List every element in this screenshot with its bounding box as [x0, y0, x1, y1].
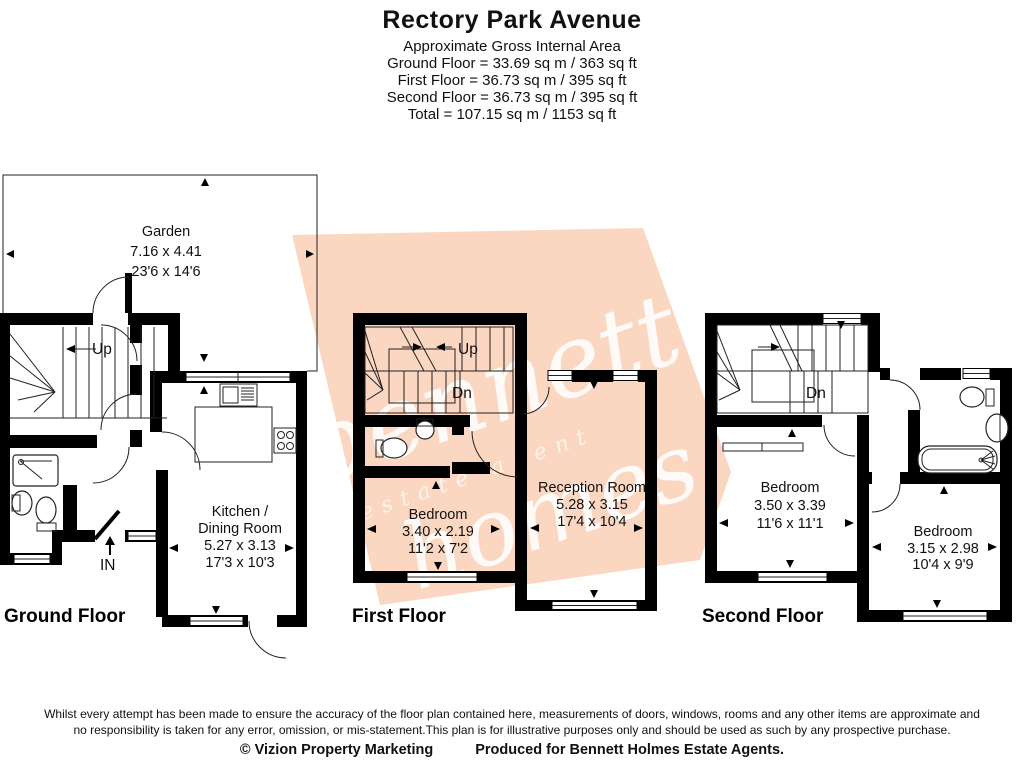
wardrobe	[722, 442, 804, 452]
sink-icon	[415, 418, 435, 440]
area-first: First Floor = 36.73 sq m / 395 sq ft	[397, 72, 627, 89]
bedroom1-dims-imperial: 11'6 x 11'1	[756, 516, 823, 532]
kitchen-dims-imperial: 17'3 x 10'3	[205, 555, 274, 571]
bedroom-dims-metric: 3.40 x 2.19	[402, 524, 474, 540]
bedroom-label: Bedroom	[409, 507, 468, 523]
up-arrow	[66, 345, 75, 353]
kitchen-label-1: Kitchen /	[212, 504, 269, 520]
bedroom1-dims-metric: 3.50 x 3.39	[754, 498, 826, 514]
second-floor-doors	[823, 379, 921, 513]
measure-tick	[6, 250, 14, 258]
reception-dims-imperial: 17'4 x 10'4	[557, 514, 626, 530]
first-floor-windows	[406, 370, 639, 610]
kitchen-counter	[194, 406, 273, 463]
bedroom2-dims-metric: 3.15 x 2.98	[907, 541, 979, 557]
subtitle: Approximate Gross Internal Area	[403, 38, 621, 55]
hob-icon	[273, 427, 297, 454]
first-floor-stairs	[364, 326, 514, 414]
kitchen-label-2: Dining Room	[198, 521, 282, 537]
stairs-arrow	[436, 343, 445, 351]
ground-floor-title: Ground Floor	[4, 606, 126, 627]
up-label: Up	[92, 341, 112, 358]
measure-tick	[306, 250, 314, 258]
reception-dims-metric: 5.28 x 3.15	[556, 497, 628, 513]
bedroom1-label: Bedroom	[761, 480, 820, 496]
ground-floor-doors	[92, 276, 287, 659]
sink-icon	[11, 490, 33, 516]
garden-dims-imperial: 23'6 x 14'6	[131, 264, 200, 280]
garden-dims-metric: 7.16 x 4.41	[130, 244, 202, 260]
page-title: Rectory Park Avenue	[382, 6, 642, 34]
ground-floor-stairs	[9, 327, 167, 419]
ground-floor-windows	[13, 372, 291, 626]
up-label: Up	[458, 341, 478, 358]
dn-label: Dn	[452, 385, 472, 402]
entrance-door	[93, 509, 121, 541]
shower-icon	[12, 454, 59, 487]
ground-floor-walls	[0, 273, 307, 627]
bedroom-dims-imperial: 11'2 x 7'2	[408, 541, 468, 557]
second-floor-ticks	[719, 321, 997, 608]
toilet-icon	[35, 496, 57, 532]
measure-tick	[201, 178, 209, 186]
first-floor-title: First Floor	[352, 606, 447, 627]
second-floor-title: Second Floor	[702, 606, 824, 627]
toilet-icon	[375, 437, 408, 459]
disclaimer-line-2: no responsibility is taken for any error…	[73, 722, 951, 737]
entrance-arrow	[105, 536, 115, 555]
first-floor-plan: Bedroom 3.40 x 2.19 11'2 x 7'2 Reception…	[352, 313, 657, 627]
second-floor-stairs	[716, 324, 869, 414]
sink-icon	[985, 413, 1009, 443]
disclaimer-line-1: Whilst every attempt has been made to en…	[44, 707, 980, 721]
credit-line: © Vizion Property Marketing Produced for …	[0, 742, 1024, 758]
second-floor-windows	[757, 313, 991, 621]
kitchen-sink-icon	[219, 383, 258, 407]
area-second: Second Floor = 36.73 sq m / 395 sq ft	[386, 89, 638, 106]
first-floor-ticks	[367, 381, 643, 598]
bedroom2-label: Bedroom	[914, 524, 973, 540]
credit-vizion: © Vizion Property Marketing	[239, 742, 434, 758]
ground-floor-plan: Garden 7.16 x 4.41 23'6 x 14'6 Kitchen /…	[0, 174, 318, 659]
reception-label: Reception Room	[538, 480, 646, 496]
stairs-arrow	[413, 343, 422, 351]
stairs-arrow	[771, 343, 780, 351]
bedroom2-dims-imperial: 10'4 x 9'9	[912, 557, 973, 573]
area-ground: Ground Floor = 33.69 sq m / 363 sq ft	[387, 55, 637, 72]
dn-label: Dn	[806, 385, 826, 402]
credit-bennett-holmes: Produced for Bennett Holmes Estate Agent…	[475, 742, 785, 758]
bath-icon	[917, 445, 998, 474]
kitchen-dims-metric: 5.27 x 3.13	[204, 538, 276, 554]
second-floor-plan: Bedroom 3.50 x 3.39 11'6 x 11'1 Bedroom …	[702, 313, 1012, 627]
toilet-icon	[959, 386, 995, 408]
ground-floor-ticks	[169, 354, 294, 614]
in-label: IN	[100, 557, 116, 574]
first-floor-walls	[353, 313, 657, 611]
garden-label: Garden	[142, 224, 190, 240]
header: Rectory Park Avenue Approximate Gross In…	[0, 6, 1024, 123]
garden-outline	[2, 174, 318, 372]
first-floor-doors	[471, 386, 550, 478]
footer: Whilst every attempt has been made to en…	[0, 707, 1024, 758]
area-total: Total = 107.15 sq m / 1153 sq ft	[407, 106, 617, 123]
